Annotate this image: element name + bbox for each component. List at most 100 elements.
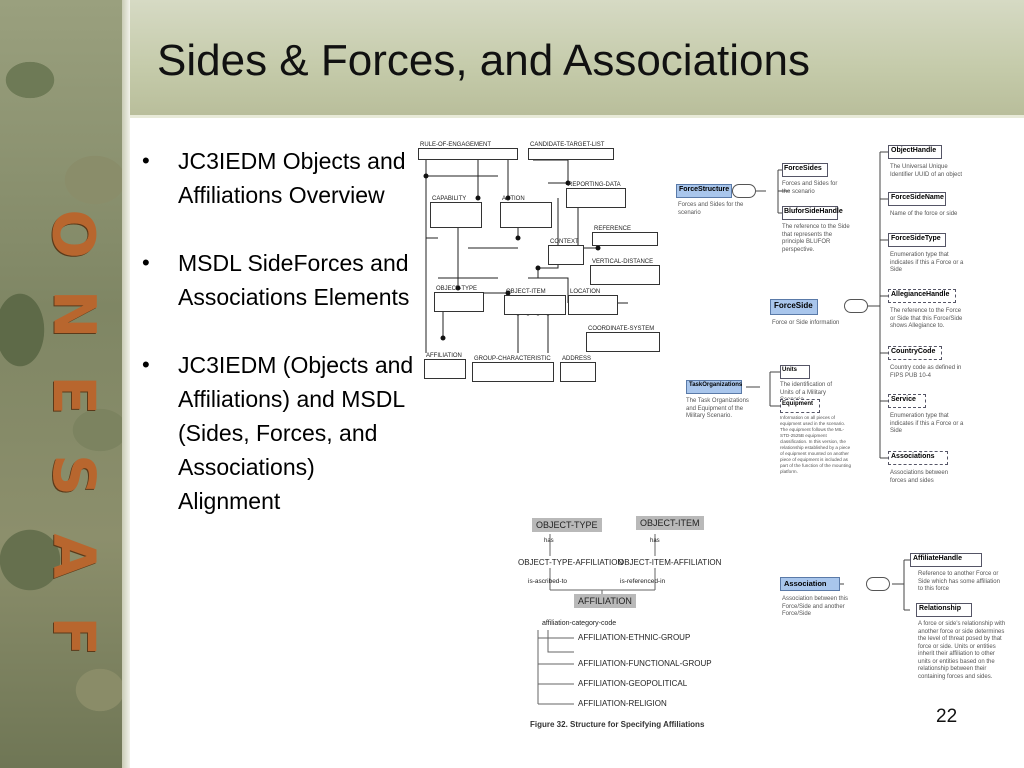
xsd-desc: The reference to the Side that represent… bbox=[782, 224, 850, 253]
xsd-desc: Reference to another Force or Side which… bbox=[918, 571, 1000, 592]
er-entity bbox=[424, 359, 466, 379]
xsd-element-service[interactable] bbox=[888, 394, 926, 408]
xsd-element-association[interactable] bbox=[780, 577, 840, 591]
er-entity bbox=[434, 292, 484, 312]
relationship-label: has bbox=[544, 538, 554, 544]
xsd-desc: The reference to the Force or Side that … bbox=[890, 308, 963, 329]
er-diagram: RULE-OF-ENGAGEMENT CANDIDATE-TARGET-LIST… bbox=[418, 138, 668, 388]
bullet-list: JC3IEDM Objects and Affiliations Overvie… bbox=[140, 144, 420, 552]
er-entity bbox=[548, 245, 584, 265]
xsd-element-affiliate-handle[interactable] bbox=[910, 553, 982, 567]
xsd-element-associations[interactable] bbox=[888, 451, 948, 465]
xsd-desc: Forces and Sides for the scenario bbox=[782, 181, 838, 195]
slide-title: Sides & Forces, and Associations bbox=[157, 36, 810, 85]
xsd-desc: Information on all pieces of equipment u… bbox=[780, 415, 851, 474]
er-entity bbox=[504, 295, 566, 315]
strip-logo-letters: O N E S A F bbox=[39, 205, 108, 665]
xsd-element-country-code[interactable] bbox=[888, 346, 942, 360]
figure-caption: Figure 32. Structure for Specifying Affi… bbox=[530, 720, 705, 729]
xsd-label: TaskOrganizations bbox=[689, 382, 743, 388]
affiliation-entity-object-item: OBJECT-ITEM bbox=[636, 516, 704, 530]
strip-letter: F bbox=[40, 616, 108, 656]
er-entity bbox=[560, 362, 596, 382]
page-number: 22 bbox=[936, 706, 958, 727]
xsd-element-force-sides[interactable] bbox=[782, 163, 828, 177]
xsd-element-force-side-name[interactable] bbox=[888, 192, 946, 206]
xsd-element-equipment[interactable] bbox=[780, 399, 820, 413]
affiliation-diagram-lines bbox=[537, 534, 656, 705]
er-entity bbox=[500, 202, 552, 228]
er-entity bbox=[592, 232, 658, 246]
xsd-label: ForceStructure bbox=[679, 186, 730, 193]
er-entity bbox=[568, 295, 618, 315]
xsd-label: ForceSideName bbox=[891, 194, 944, 201]
association-schema-lines bbox=[840, 559, 910, 611]
bullet-item: JC3IEDM Objects and Affiliations Overvie… bbox=[140, 144, 420, 212]
xsd-element-object-handle[interactable] bbox=[888, 145, 942, 159]
xsd-element-allegiance-handle[interactable] bbox=[888, 289, 956, 303]
xsd-label: Units bbox=[782, 367, 797, 373]
er-entity bbox=[418, 148, 518, 160]
xsd-element-units[interactable] bbox=[780, 365, 810, 379]
er-entity-label: OBJECT-TYPE bbox=[436, 286, 478, 292]
xsd-desc: Force or Side information bbox=[772, 320, 840, 326]
strip-edge bbox=[122, 0, 130, 768]
xsd-label: Equipment bbox=[782, 401, 813, 407]
er-entity-label: GROUP-CHARACTERISTIC bbox=[474, 356, 551, 362]
affiliation-subtype: AFFILIATION-FUNCTIONAL-GROUP bbox=[578, 659, 712, 668]
er-entity-label: AFFILIATION bbox=[426, 353, 462, 359]
er-entity-label: OBJECT-ITEM bbox=[506, 289, 546, 295]
xsd-desc: Association between this Force/Side and … bbox=[782, 596, 849, 617]
xsd-desc: Enumeration type that indicates if this … bbox=[890, 413, 964, 434]
xsd-element-task-organizations[interactable] bbox=[686, 380, 742, 394]
msdl-schema-diagram: ForceStructure Forces and Sides for the … bbox=[670, 140, 970, 500]
xsd-label: AffiliateHandle bbox=[913, 555, 963, 562]
er-entity bbox=[472, 362, 554, 382]
er-entity-label: ACTION bbox=[502, 196, 525, 202]
xsd-element-relationship[interactable] bbox=[916, 603, 972, 617]
xsd-label: ObjectHandle bbox=[891, 147, 937, 154]
xsd-label: Service bbox=[891, 396, 916, 403]
affiliation-subtype: AFFILIATION-GEOPOLITICAL bbox=[578, 679, 688, 688]
decorative-camo-strip bbox=[0, 0, 130, 768]
er-entity-label: RULE-OF-ENGAGEMENT bbox=[420, 142, 492, 148]
strip-letter: S bbox=[40, 454, 108, 497]
xsd-element-blufor-side-handle[interactable] bbox=[782, 206, 838, 220]
er-entity-label: COORDINATE-SYSTEM bbox=[588, 326, 655, 332]
affiliation-diagram: OBJECT-TYPE OBJECT-ITEM has has OBJECT-T… bbox=[510, 512, 730, 737]
xsd-label: Associations bbox=[891, 453, 935, 460]
strip-letter: O bbox=[40, 209, 108, 259]
er-entity-label: REFERENCE bbox=[594, 226, 632, 232]
title-band bbox=[130, 0, 1024, 118]
er-entity bbox=[590, 265, 660, 285]
er-entity-label: CANDIDATE-TARGET-LIST bbox=[530, 142, 605, 148]
affiliation-root: AFFILIATION bbox=[574, 594, 636, 608]
xsd-label: BluforSideHandle bbox=[784, 208, 843, 215]
affiliation-entity-object-type: OBJECT-TYPE bbox=[532, 518, 602, 532]
er-entity-label: LOCATION bbox=[570, 289, 601, 295]
er-entity-label: VERTICAL-DISTANCE bbox=[592, 259, 654, 265]
er-entity-label: CAPABILITY bbox=[432, 196, 467, 202]
xsd-desc: A force or side's relationship with anot… bbox=[918, 621, 1006, 680]
association-schema-diagram: Association Association between this For… bbox=[778, 550, 1018, 700]
relationship-label: is-ascribed-to bbox=[528, 578, 568, 585]
bullet-item: JC3IEDM (Objects and Affiliations) and M… bbox=[140, 348, 420, 518]
relationship-label: has bbox=[650, 538, 660, 544]
xsd-element-force-structure[interactable] bbox=[676, 184, 732, 198]
er-entity-label: ADDRESS bbox=[562, 356, 592, 362]
strip-letter: A bbox=[39, 533, 108, 579]
xsd-element-force-side-type[interactable] bbox=[888, 233, 946, 247]
xsd-desc: The Task Organizations and Equipment of … bbox=[686, 398, 749, 419]
er-entity-label: CONTEXT bbox=[550, 239, 579, 245]
xsd-label: ForceSides bbox=[784, 165, 822, 172]
sequence-compositor bbox=[866, 577, 890, 591]
xsd-label: ForceSide bbox=[774, 301, 813, 310]
xsd-label: ForceSideType bbox=[891, 235, 941, 242]
affiliation-subtype: AFFILIATION-RELIGION bbox=[578, 699, 667, 708]
bullet-item: MSDL SideForces and Associations Element… bbox=[140, 246, 420, 314]
xsd-desc: Associations between forces and sides bbox=[890, 470, 949, 484]
xsd-desc: Forces and Sides for the scenario bbox=[678, 202, 744, 216]
xsd-label: Relationship bbox=[919, 605, 962, 612]
xsd-element-force-side[interactable] bbox=[770, 299, 818, 315]
sequence-compositor bbox=[732, 184, 756, 198]
